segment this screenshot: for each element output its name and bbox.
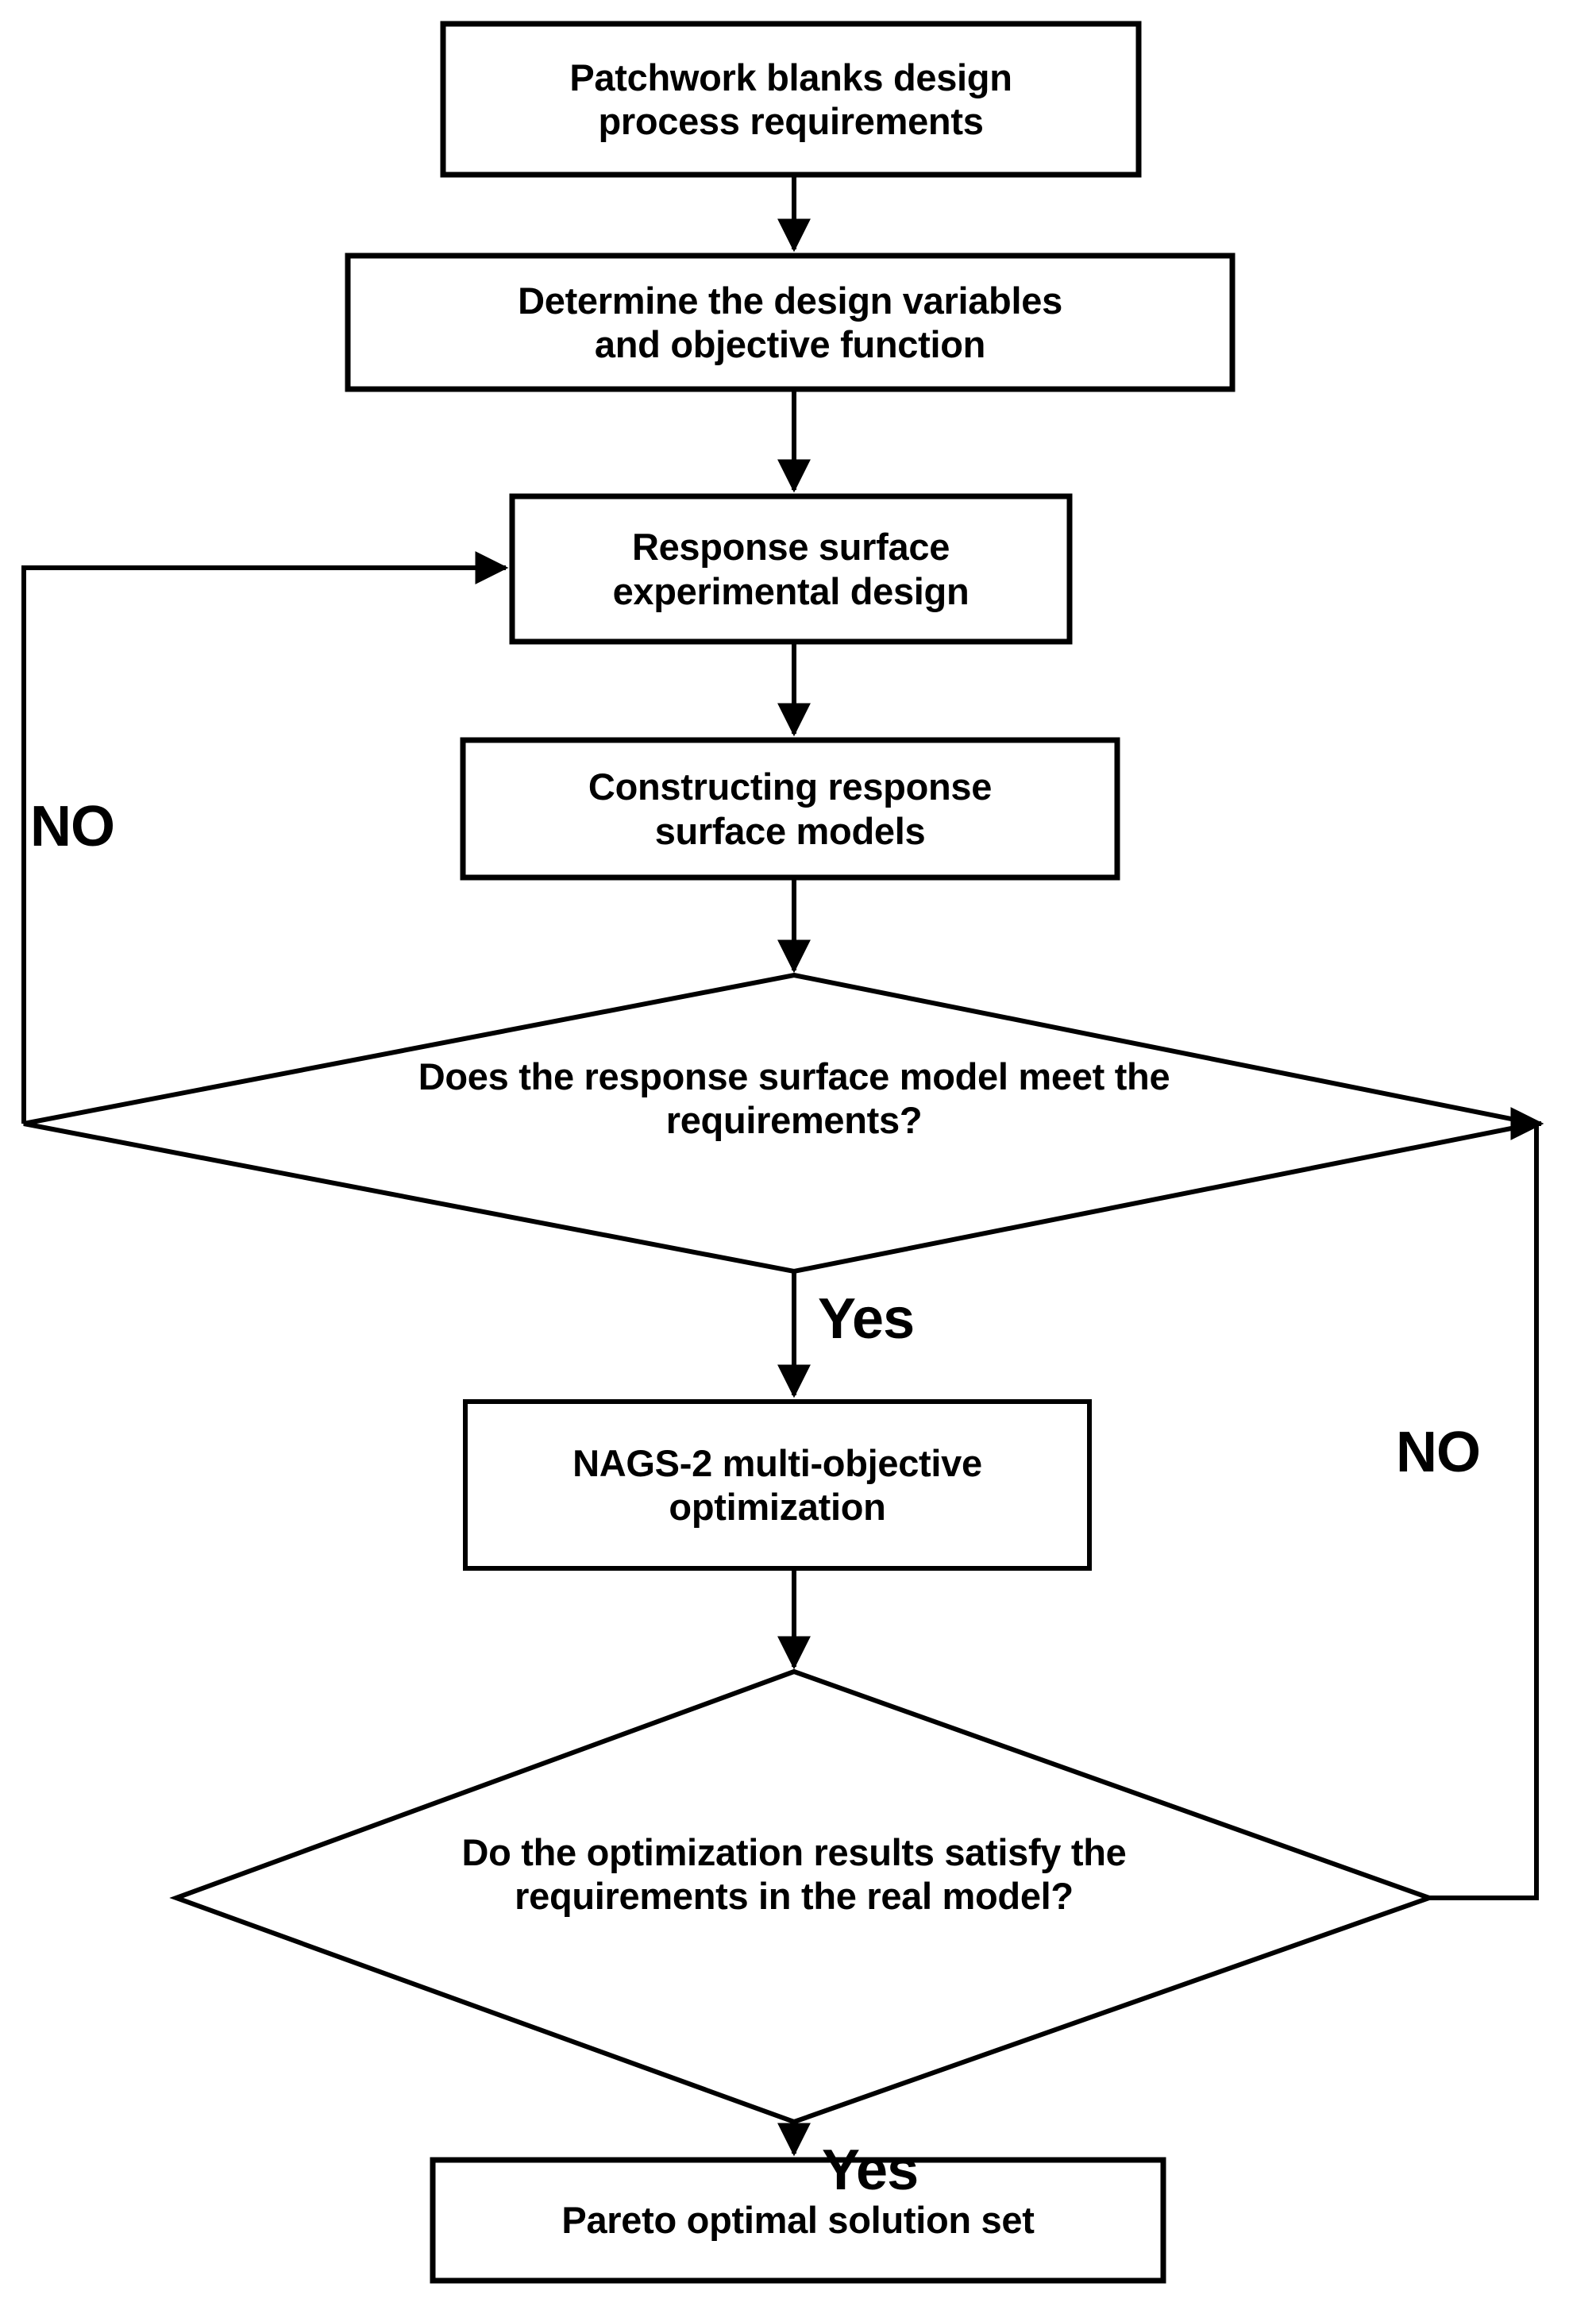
edge-label-no-right: NO: [1396, 1421, 1481, 1484]
edge-d2-d1-no-right: [1429, 1107, 1544, 1900]
node-shape-pareto-solution-set: [430, 2157, 1166, 2284]
node-nags2-optimization[interactable]: [465, 1402, 1089, 1568]
node-decision-model-meets[interactable]: [397, 1024, 1191, 1223]
edge-d1-n3-no-left: [21, 551, 509, 1124]
node-shape-patchwork-requirements: [440, 21, 1142, 178]
node-decision-results-satisfy[interactable]: [437, 1803, 1151, 2001]
edge-label-yes-first: Yes: [818, 1287, 915, 1351]
node-constructing-models[interactable]: [463, 740, 1117, 877]
node-response-surface-design[interactable]: [512, 496, 1070, 642]
node-pareto-solution-set[interactable]: [433, 2160, 1163, 2281]
edge-label-no-left: NO: [30, 795, 115, 858]
node-patchwork-requirements[interactable]: [443, 24, 1139, 175]
node-shape-determine-variables: [345, 253, 1236, 392]
edge-label-yes-second: Yes: [822, 2139, 919, 2202]
node-shape-constructing-models: [460, 737, 1120, 881]
node-determine-variables[interactable]: [348, 256, 1232, 389]
node-shape-response-surface-design: [509, 493, 1073, 645]
node-shape-nags2-optimization: [463, 1399, 1092, 1571]
